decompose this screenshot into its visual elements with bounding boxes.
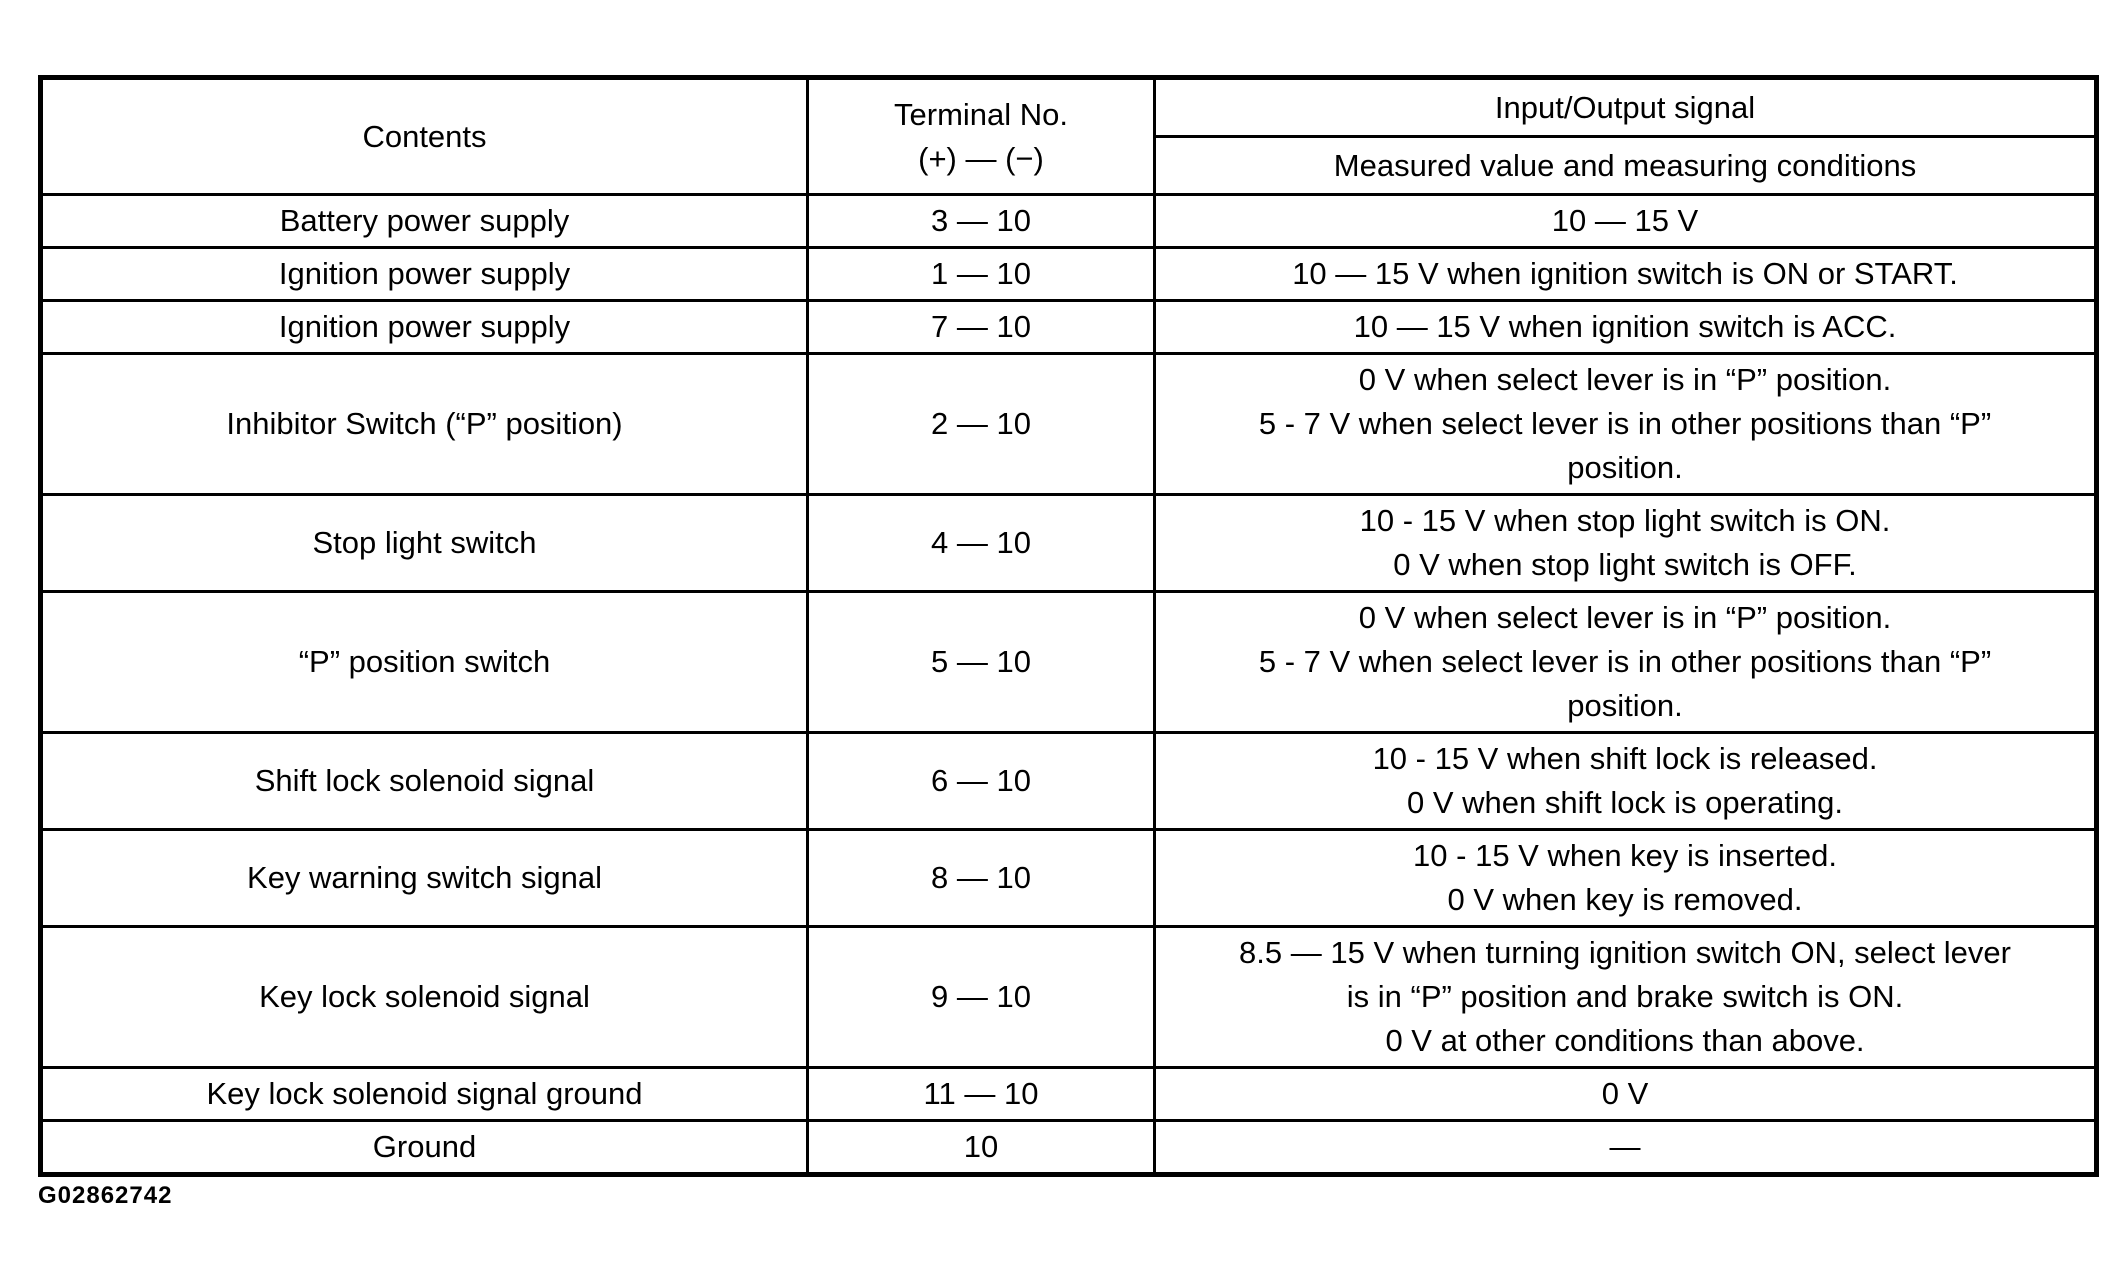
table-row: Shift lock solenoid signal 6 — 10 10 - 1…: [39, 731, 2098, 831]
table-row: Key warning switch signal 8 — 10 10 - 15…: [39, 828, 2098, 928]
signal-line: 10 - 15 V when shift lock is released.: [1372, 741, 1878, 776]
terminal-cell: 9 — 10: [806, 925, 1156, 1069]
terminal-cell: 6 — 10: [806, 731, 1156, 831]
signal-line: 5 - 7 V when select lever is in other po…: [1258, 406, 1992, 441]
signal-line: 10 — 15 V when ignition switch is ACC.: [1353, 309, 1897, 344]
contents-cell: Key warning switch signal: [39, 828, 809, 928]
terminal-no-header-cell: Terminal No. (+) — (−): [806, 76, 1156, 196]
signal-table: Contents Terminal No. (+) — (−) Input/Ou…: [38, 75, 2099, 1177]
signal-cell: 10 - 15 V when stop light switch is ON. …: [1153, 493, 2098, 593]
signal-line: 8.5 — 15 V when turning ignition switch …: [1239, 935, 2011, 970]
table-row: Ignition power supply 7 — 10 10 — 15 V w…: [39, 299, 2098, 355]
table-row: “P” position switch 5 — 10 0 V when sele…: [39, 590, 2098, 734]
terminal-cell: 10: [806, 1119, 1156, 1176]
contents-header-label: Contents: [362, 118, 487, 154]
terminal-cell: 7 — 10: [806, 299, 1156, 355]
header-row-2: Measured value and measuring conditions: [41, 135, 2098, 196]
signal-cell: 0 V: [1153, 1066, 2098, 1122]
contents-cell: Ground: [39, 1119, 809, 1176]
signal-cell: 10 — 15 V: [1153, 193, 2098, 249]
signal-line: 0 V when shift lock is operating.: [1407, 785, 1843, 820]
io-signal-header-cell: Input/Output signal: [1153, 76, 2098, 138]
signal-line: 10 - 15 V when key is inserted.: [1413, 838, 1837, 873]
signal-line: 10 — 15 V: [1551, 203, 1699, 238]
signal-cell: 0 V when select lever is in “P” position…: [1153, 590, 2098, 734]
signal-cell: 10 - 15 V when key is inserted. 0 V when…: [1153, 828, 2098, 928]
figure-id-label: G02862742: [38, 1182, 173, 1209]
terminal-cell: 5 — 10: [806, 590, 1156, 734]
table-row: Battery power supply 3 — 10 10 — 15 V: [39, 193, 2098, 249]
signal-line: 0 V when select lever is in “P” position…: [1358, 362, 1892, 397]
contents-cell: Ignition power supply: [39, 246, 809, 302]
header-row-1: Contents Terminal No. (+) — (−) Input/Ou…: [39, 76, 2098, 196]
signal-cell: 0 V when select lever is in “P” position…: [1153, 352, 2098, 496]
signal-line: 0 V: [1601, 1076, 1649, 1111]
measured-value-header-cell: Measured value and measuring conditions: [1153, 135, 2098, 196]
signal-line: —: [1609, 1129, 1641, 1164]
table-row: Inhibitor Switch (“P” position) 2 — 10 0…: [39, 352, 2098, 496]
contents-cell: “P” position switch: [39, 590, 809, 734]
table-row: Key lock solenoid signal ground 11 — 10 …: [39, 1066, 2098, 1122]
table-row: Stop light switch 4 — 10 10 - 15 V when …: [39, 493, 2098, 593]
table-row: Ground 10 —: [39, 1119, 2098, 1176]
contents-cell: Stop light switch: [39, 493, 809, 593]
signal-line: position.: [1567, 450, 1683, 485]
signal-line: 0 V when select lever is in “P” position…: [1358, 600, 1892, 635]
signal-cell: 10 - 15 V when shift lock is released. 0…: [1153, 731, 2098, 831]
signal-line: 0 V when stop light switch is OFF.: [1393, 547, 1857, 582]
signal-line: position.: [1567, 688, 1683, 723]
table-row: Key lock solenoid signal 9 — 10 8.5 — 15…: [39, 925, 2098, 1069]
contents-cell: Key lock solenoid signal: [39, 925, 809, 1069]
contents-cell: Battery power supply: [39, 193, 809, 249]
terminal-cell: 3 — 10: [806, 193, 1156, 249]
terminal-cell: 2 — 10: [806, 352, 1156, 496]
table-row: Ignition power supply 1 — 10 10 — 15 V w…: [39, 246, 2098, 302]
signal-line: 10 - 15 V when stop light switch is ON.: [1359, 503, 1891, 538]
terminal-no-header-line2: (+) — (−): [918, 140, 1044, 176]
terminal-cell: 8 — 10: [806, 828, 1156, 928]
signal-line: 0 V when key is removed.: [1447, 882, 1803, 917]
terminal-cell: 4 — 10: [806, 493, 1156, 593]
signal-cell: 10 — 15 V when ignition switch is ACC.: [1153, 299, 2098, 355]
signal-line: is in “P” position and brake switch is O…: [1346, 979, 1904, 1014]
contents-cell: Inhibitor Switch (“P” position): [39, 352, 809, 496]
signal-line: 5 - 7 V when select lever is in other po…: [1258, 644, 1992, 679]
terminal-cell: 1 — 10: [806, 246, 1156, 302]
signal-cell: —: [1153, 1119, 2098, 1176]
signal-line: 10 — 15 V when ignition switch is ON or …: [1292, 256, 1958, 291]
signal-cell: 8.5 — 15 V when turning ignition switch …: [1153, 925, 2098, 1069]
signal-cell: 10 — 15 V when ignition switch is ON or …: [1153, 246, 2098, 302]
terminal-no-header-line1: Terminal No.: [894, 96, 1068, 132]
contents-cell: Key lock solenoid signal ground: [39, 1066, 809, 1122]
contents-cell: Shift lock solenoid signal: [39, 731, 809, 831]
contents-cell: Ignition power supply: [39, 299, 809, 355]
terminal-cell: 11 — 10: [806, 1066, 1156, 1122]
contents-header-cell: Contents: [39, 76, 809, 196]
signal-line: 0 V at other conditions than above.: [1385, 1023, 1865, 1058]
